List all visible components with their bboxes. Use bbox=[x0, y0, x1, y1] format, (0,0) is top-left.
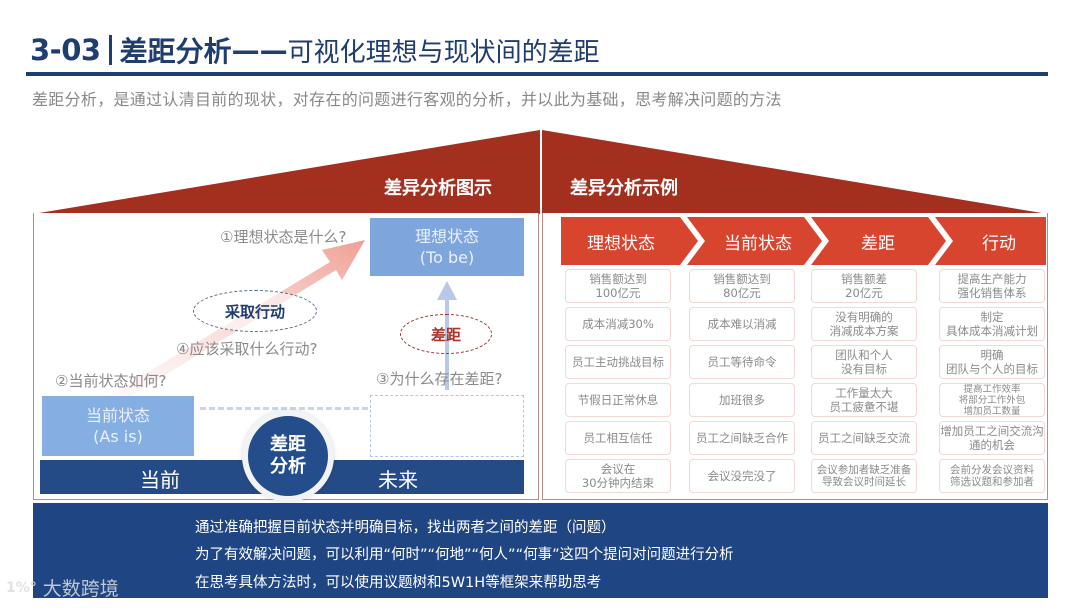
badge-line-1: 差距 bbox=[270, 434, 306, 455]
roof-shape bbox=[33, 128, 1048, 216]
watermark-logo-icon: 1%° bbox=[6, 579, 37, 596]
table-cell: 加班很多 bbox=[689, 383, 795, 417]
watermark-text: 大数跨境 bbox=[42, 578, 119, 600]
title-dash: —— bbox=[231, 33, 288, 67]
table-cell: 团队和个人 没有目标 bbox=[811, 345, 917, 379]
page-subtitle: 差距分析，是通过认清目前的现状，对存在的问题进行客观的分析，并以此为基础，思考解… bbox=[32, 90, 782, 109]
table-cell: 成本消减30% bbox=[565, 307, 671, 341]
table-cell: 工作量太大 员工疲惫不堪 bbox=[811, 383, 917, 417]
timeline-future: 未来 bbox=[378, 468, 418, 492]
column-header-action: 行动 bbox=[982, 233, 1016, 254]
table-cell: 提高生产能力 强化销售体系 bbox=[939, 269, 1045, 303]
table-cell: 员工主动挑战目标 bbox=[565, 345, 671, 379]
future-placeholder-box bbox=[370, 395, 524, 457]
badge-line-2: 分析 bbox=[270, 456, 306, 477]
gap-analysis-badge: 差距 分析 bbox=[242, 410, 334, 502]
current-state-en: (As is) bbox=[93, 427, 143, 446]
section-number: 3-03 bbox=[30, 33, 101, 67]
question-why-gap: ③为什么存在差距? bbox=[376, 370, 503, 388]
table-cell: 员工相互信任 bbox=[565, 421, 671, 455]
title-separator bbox=[108, 35, 112, 65]
column-header-gap: 差距 bbox=[861, 233, 895, 254]
table-cell: 增加员工之间交流沟 通的机会 bbox=[939, 421, 1045, 455]
table-cell: 制定 具体成本消减计划 bbox=[939, 307, 1045, 341]
ideal-state-label: 理想状态 bbox=[414, 227, 479, 246]
title-sub: 可视化理想与现状间的差距 bbox=[287, 37, 600, 68]
page-title: 3-03 差距分析 —— 可视化理想与现状间的差距 bbox=[30, 30, 600, 70]
table-cell: 成本难以消减 bbox=[689, 307, 795, 341]
table-cell: 节假日正常休息 bbox=[565, 383, 671, 417]
table-cell: 销售额达到 80亿元 bbox=[689, 269, 795, 303]
title-main: 差距分析 bbox=[119, 35, 232, 68]
table-cell: 提高工作效率 将部分工作外包 增加员工数量 bbox=[939, 383, 1045, 417]
watermark: 1%° 大数跨境 bbox=[6, 574, 119, 601]
column-header-ideal: 理想状态 bbox=[587, 233, 655, 254]
ideal-state-box: 理想状态 (To be) bbox=[370, 218, 524, 276]
roof-label-diagram: 差异分析图示 bbox=[384, 178, 492, 199]
table-cell: 员工之间缺乏合作 bbox=[689, 421, 795, 455]
table-cell: 员工等待命令 bbox=[689, 345, 795, 379]
summary-line-1: 通过准确把握目前状态并明确目标，找出两者之间的差距（问题） bbox=[195, 520, 616, 536]
current-state-box: 当前状态 (As is) bbox=[42, 396, 194, 456]
title-divider bbox=[26, 72, 1048, 76]
current-state-label: 当前状态 bbox=[85, 406, 150, 425]
column-header-current: 当前状态 bbox=[724, 233, 792, 254]
gap-oval: 差距 bbox=[400, 314, 492, 354]
summary-line-2: 为了有效解决问题，可以利用“何时”“何地”“何人”“何事”这四个提问对问题进行分… bbox=[195, 547, 734, 563]
baseline-dashed-connector bbox=[200, 407, 368, 410]
take-action-oval: 采取行动 bbox=[193, 290, 317, 332]
table-cell: 销售额达到 100亿元 bbox=[565, 269, 671, 303]
question-action: ④应该采取什么行动? bbox=[176, 340, 318, 358]
table-cell: 会议参加者缺乏准备 导致会议时间延长 bbox=[811, 459, 917, 493]
table-cell: 明确 团队与个人的目标 bbox=[939, 345, 1045, 379]
question-ideal: ①理想状态是什么? bbox=[220, 228, 347, 246]
table-cell: 员工之间缺乏交流 bbox=[811, 421, 917, 455]
summary-footer bbox=[33, 503, 1048, 598]
table-cell: 会议没完没了 bbox=[689, 459, 795, 493]
ideal-state-en: (To be) bbox=[419, 248, 475, 267]
summary-line-3: 在思考具体方法时，可以使用议题树和5W1H等框架来帮助思考 bbox=[195, 575, 602, 591]
table-cell: 会前分发会议资料 筛选议题和参加者 bbox=[939, 459, 1045, 493]
roof-label-example: 差异分析示例 bbox=[570, 178, 678, 199]
table-cell: 没有明确的 消减成本方案 bbox=[811, 307, 917, 341]
timeline-now: 当前 bbox=[140, 468, 180, 492]
table-cell: 会议在 30分钟内结束 bbox=[565, 459, 671, 493]
table-cell: 销售额差 20亿元 bbox=[811, 269, 917, 303]
question-current: ②当前状态如何? bbox=[55, 372, 167, 390]
